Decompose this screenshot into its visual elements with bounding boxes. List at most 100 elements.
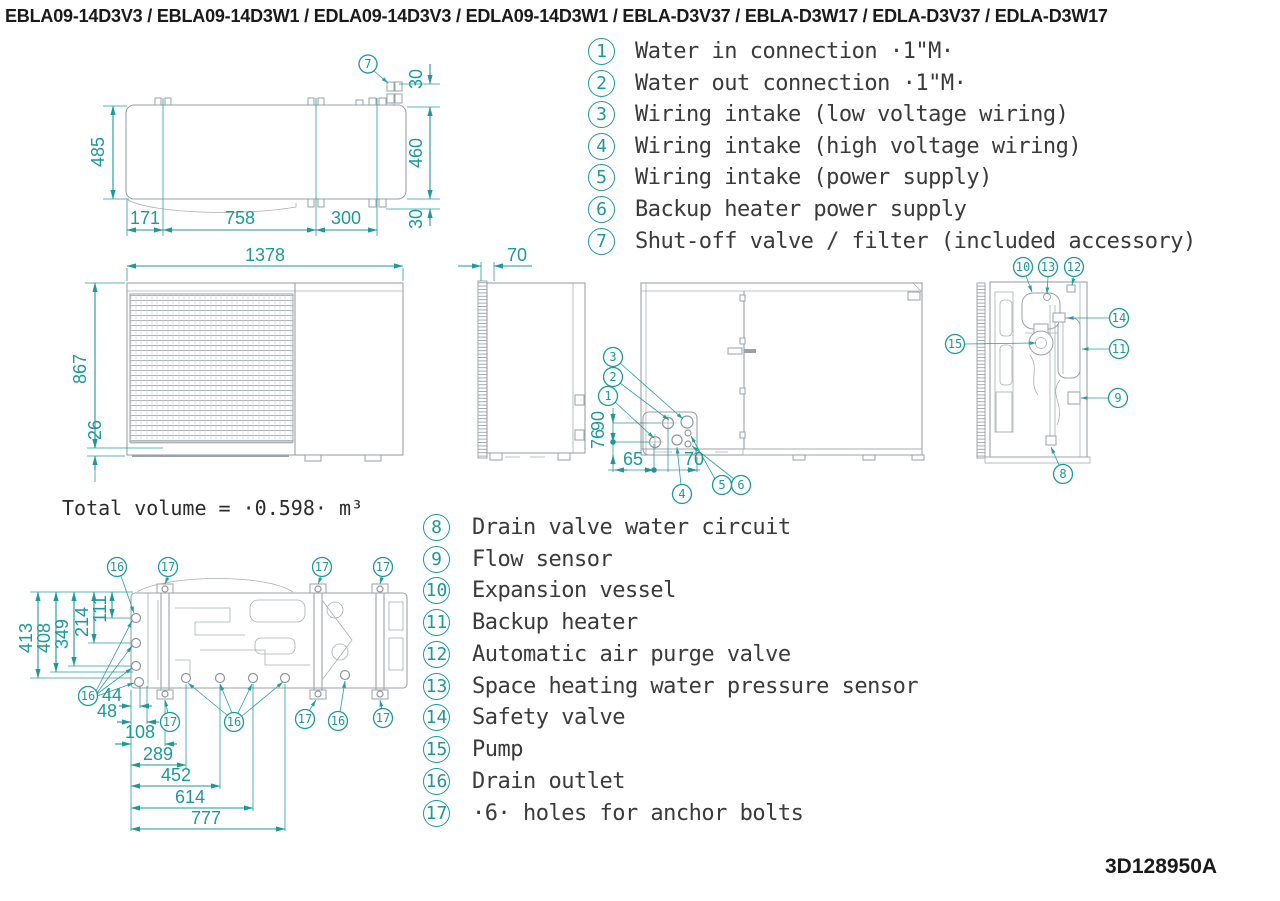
callout-4: 4 xyxy=(671,446,693,505)
dim-76: 76 xyxy=(588,429,608,449)
legend-label-16: Drain outlet xyxy=(472,768,625,794)
svg-text:17: 17 xyxy=(163,715,177,729)
dim-758: 758 xyxy=(225,208,255,228)
callout-17-top-3: 17 xyxy=(372,556,394,585)
legend-label-1: Water in connection ·1"M· xyxy=(635,38,954,64)
drawing-number: 3D128950A xyxy=(1105,855,1218,878)
svg-text:17: 17 xyxy=(298,712,312,726)
callout-12: 12 xyxy=(1063,256,1085,286)
page-title: EBLA09-14D3V3 / EBLA09-14D3W1 / EDLA09-1… xyxy=(5,6,1108,26)
legend-num-11: 11 xyxy=(423,608,450,636)
legend-num-6: 6 xyxy=(588,195,615,223)
dim-614: 614 xyxy=(175,787,205,807)
dim-70-side: 70 xyxy=(507,245,527,265)
callout-15: 15 xyxy=(944,333,1037,355)
svg-text:16: 16 xyxy=(227,715,241,729)
legend-label-4: Wiring intake (high voltage wiring) xyxy=(635,133,1082,159)
svg-text:11: 11 xyxy=(1112,342,1126,356)
callout-13: 13 xyxy=(1037,256,1059,295)
callout-17-bottom-3: 17 xyxy=(372,699,394,729)
back-view-drawing: 90 76 65 70 3 2 1 xyxy=(588,282,925,505)
legend-item-14: 14 Safety valve xyxy=(423,702,625,732)
bottom-internal-detail xyxy=(157,599,404,681)
legend-num-4: 4 xyxy=(588,132,615,160)
svg-text:10: 10 xyxy=(1016,260,1030,274)
dim-485: 485 xyxy=(88,137,108,167)
legend-label-12: Automatic air purge valve xyxy=(472,641,791,667)
dim-65: 65 xyxy=(623,449,643,469)
svg-text:17: 17 xyxy=(376,711,390,725)
legend-label-14: Safety valve xyxy=(472,704,625,730)
legend-item-17: 17·6· holes for anchor bolts xyxy=(423,798,804,828)
svg-text:16: 16 xyxy=(81,689,95,703)
dim-460: 460 xyxy=(406,138,426,168)
legend-label-8: Drain valve water circuit xyxy=(472,514,791,540)
legend-num-14: 14 xyxy=(423,703,450,731)
callout-2: 2 xyxy=(602,366,670,421)
dim-408: 408 xyxy=(34,623,54,653)
side-view-drawing: 70 xyxy=(458,245,586,461)
dim-1378: 1378 xyxy=(245,245,285,265)
legend-label-13: Space heating water pressure sensor xyxy=(472,673,919,699)
legend-item-6: 6 Backup heater power supply xyxy=(588,194,967,224)
svg-text:13: 13 xyxy=(1041,260,1055,274)
dim-90: 90 xyxy=(588,411,608,431)
top-view-drawing: 485 30 460 30 171 758 300 7 xyxy=(88,54,440,236)
svg-text:5: 5 xyxy=(718,478,725,492)
legend-label-7: Shut-off valve / filter (included access… xyxy=(635,228,1196,254)
dim-867: 867 xyxy=(70,354,90,384)
dim-171: 171 xyxy=(130,208,160,228)
svg-text:2: 2 xyxy=(609,370,616,384)
shut-off-valve-part xyxy=(386,81,403,106)
bottom-view-drawing: 413 408 349 214 111 44 48 xyxy=(16,556,408,832)
svg-text:16: 16 xyxy=(331,714,345,728)
total-volume-note: Total volume = ·0.598· m³ xyxy=(62,496,364,520)
svg-text:16: 16 xyxy=(110,560,124,574)
legend-num-8: 8 xyxy=(423,513,450,541)
svg-text:6: 6 xyxy=(737,478,744,492)
dim-300: 300 xyxy=(331,208,361,228)
svg-text:1: 1 xyxy=(604,389,611,403)
svg-text:7: 7 xyxy=(364,57,371,71)
legend-label-3: Wiring intake (low voltage wiring) xyxy=(635,101,1069,127)
callout-16-bottom-right: 16 xyxy=(327,680,349,732)
svg-text:17: 17 xyxy=(315,560,329,574)
legend-num-1: 1 xyxy=(588,37,615,65)
legend-item-11: 11 Backup heater xyxy=(423,607,638,637)
legend-label-6: Backup heater power supply xyxy=(635,196,967,222)
callout-5: 5 xyxy=(690,435,733,496)
legend-item-7: 7 Shut-off valve / filter (included acces… xyxy=(588,226,1196,256)
svg-text:17: 17 xyxy=(161,560,175,574)
svg-text:8: 8 xyxy=(1059,467,1066,481)
legend-num-3: 3 xyxy=(588,100,615,128)
callout-9: 9 xyxy=(1080,387,1129,409)
legend-num-15: 15 xyxy=(423,735,450,763)
legend-label-17: ·6· holes for anchor bolts xyxy=(472,800,804,826)
callout-1: 1 xyxy=(597,385,655,439)
legend-num-7: 7 xyxy=(588,227,615,255)
legend-label-5: Wiring intake (power supply) xyxy=(635,164,992,190)
dim-70-back: 70 xyxy=(684,449,704,469)
dim-108: 108 xyxy=(125,722,155,742)
dim-452: 452 xyxy=(161,765,191,785)
dim-44: 44 xyxy=(102,685,122,705)
legend-label-11: Backup heater xyxy=(472,609,638,635)
dim-413: 413 xyxy=(16,623,36,653)
dim-26: 26 xyxy=(85,420,105,440)
legend-label-10: Expansion vessel xyxy=(472,577,676,603)
callout-11: 11 xyxy=(1081,338,1130,360)
dim-214: 214 xyxy=(72,607,92,637)
dim-777: 777 xyxy=(191,808,221,828)
drain-outlets xyxy=(130,612,351,688)
dim-349: 349 xyxy=(52,619,72,649)
callout-14: 14 xyxy=(1066,307,1130,329)
